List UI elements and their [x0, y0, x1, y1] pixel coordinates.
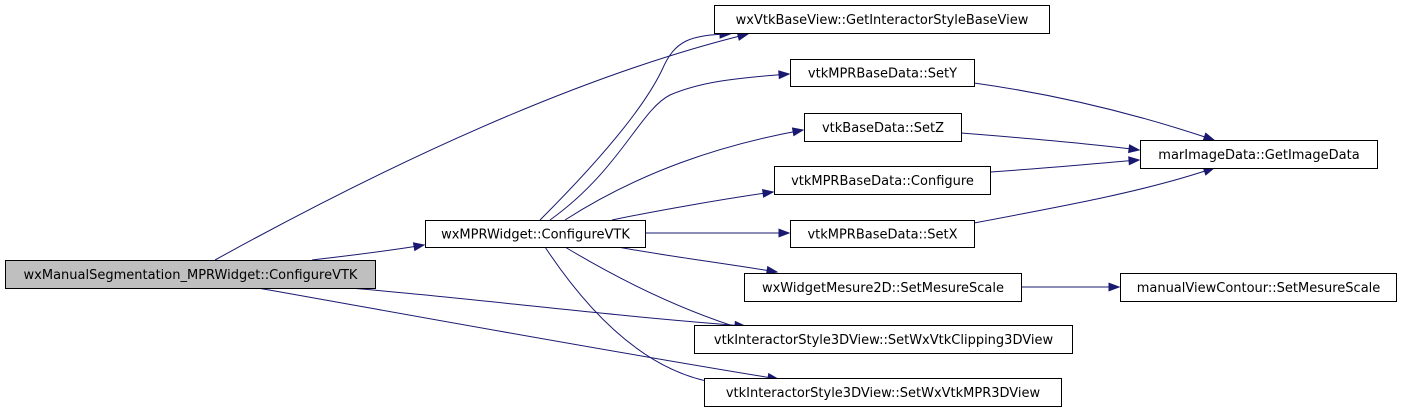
node-label: wxManualSegmentation_MPRWidget::Configur… — [24, 268, 358, 283]
edge-line — [349, 287, 746, 327]
callee-node-set-z[interactable]: vtkBaseData::SetZ — [804, 113, 962, 142]
edge-mpr-sety — [549, 70, 791, 221]
callee-node-contour-mesure-scale[interactable]: manualViewContour::SetMesureScale — [1120, 273, 1397, 302]
arrow-head — [412, 242, 426, 252]
callee-node-set-mpr-3d-view[interactable]: vtkInteractorStyle3DView::SetWxVtkMPR3DV… — [704, 378, 1062, 407]
node-label: vtkMPRBaseData::SetX — [807, 228, 957, 243]
edge-conf-img — [989, 156, 1141, 173]
node-label: wxWidgetMesure2D::SetMesureScale — [762, 281, 1004, 296]
arrow-head — [1202, 132, 1216, 141]
edge-mpr-setz — [564, 127, 805, 221]
edge-line — [973, 82, 1215, 141]
callee-node-configure[interactable]: vtkMPRBaseData::Configure — [774, 166, 991, 195]
callee-node-set-clipping-3d-view[interactable]: vtkInteractorStyle3DView::SetWxVtkClippi… — [694, 325, 1073, 354]
node-box — [5, 260, 376, 289]
node-box — [744, 273, 1022, 302]
edge-sety-img — [973, 82, 1216, 141]
edge-line — [539, 33, 731, 221]
node-box — [714, 5, 1050, 34]
node-box — [694, 325, 1073, 354]
edge-line — [311, 244, 425, 261]
edge-mes-mvc — [1021, 282, 1121, 292]
callee-node-get-interactor-style[interactable]: wxVtkBaseView::GetInteractorStyleBaseVie… — [714, 5, 1050, 34]
callee-node-set-x[interactable]: vtkMPRBaseData::SetX — [790, 220, 975, 248]
node-label: vtkMPRBaseData::Configure — [791, 174, 974, 189]
edge-line — [564, 129, 804, 221]
arrow-head — [1128, 144, 1141, 154]
node-box — [1120, 273, 1397, 302]
node-box — [774, 166, 991, 195]
callee-node-set-mesure-scale[interactable]: wxWidgetMesure2D::SetMesureScale — [744, 273, 1022, 302]
node-label: vtkBaseData::SetZ — [822, 121, 944, 136]
edge-line — [973, 167, 1215, 224]
node-label: wxVtkBaseView::GetInteractorStyleBaseVie… — [736, 13, 1029, 28]
node-box — [425, 220, 646, 248]
node-label: vtkInteractorStyle3DView::SetWxVtkClippi… — [714, 333, 1054, 348]
edge-mpr-conf — [611, 188, 775, 221]
node-label: vtkInteractorStyle3DView::SetWxVtkMPR3DV… — [726, 386, 1041, 401]
edge-line — [611, 191, 774, 221]
node-label: manualViewContour::SetMesureScale — [1137, 281, 1381, 296]
edge-line — [214, 33, 749, 261]
edge-line — [989, 159, 1140, 173]
edge-line — [617, 246, 778, 273]
edge-mpr-mes — [617, 246, 779, 275]
edges-layer — [214, 29, 1216, 388]
node-box — [790, 220, 975, 248]
node-box — [704, 378, 1062, 407]
arrow-head — [1128, 156, 1141, 166]
caller-node-manual-segmentation[interactable]: wxManualSegmentation_MPRWidget::Configur… — [5, 260, 376, 289]
edge-setz-img — [960, 132, 1141, 154]
nodes-layer: wxManualSegmentation_MPRWidget::Configur… — [5, 5, 1397, 407]
edge-line — [544, 246, 727, 385]
arrow-head — [778, 70, 791, 80]
node-box — [804, 113, 962, 142]
node-label: vtkMPRBaseData::SetY — [808, 67, 957, 82]
edge-line — [549, 73, 790, 221]
edge-setx-img — [973, 167, 1216, 224]
arrow-head — [791, 127, 805, 137]
node-label: wxMPRWidget::ConfigureVTK — [441, 228, 630, 243]
node-label: marImageData::GetImageData — [1158, 148, 1359, 163]
callee-node-get-image-data[interactable]: marImageData::GetImageData — [1140, 140, 1378, 169]
arrow-head — [761, 188, 775, 198]
arrow-head — [778, 228, 791, 238]
node-box — [790, 59, 975, 87]
edge-mpr-gib — [539, 29, 732, 221]
node-box — [1140, 140, 1378, 169]
callee-node-set-y[interactable]: vtkMPRBaseData::SetY — [790, 59, 975, 87]
callee-node-mpr-configure-vtk[interactable]: wxMPRWidget::ConfigureVTK — [425, 220, 646, 248]
edge-root-mpr — [311, 242, 426, 261]
edge-line — [257, 287, 779, 380]
arrow-head — [1108, 282, 1121, 292]
edge-line — [564, 246, 747, 331]
edge-mpr-setx — [645, 228, 791, 238]
edge-line — [960, 132, 1140, 151]
